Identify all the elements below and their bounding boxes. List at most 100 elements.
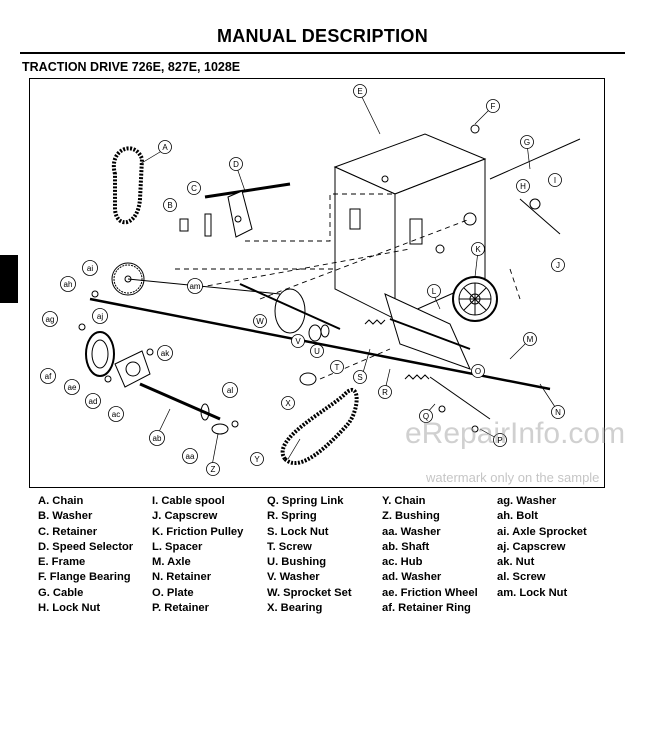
legend-item: E. Frame: [38, 556, 86, 569]
legend-item: B. Washer: [38, 510, 93, 523]
callout-A: A: [158, 140, 172, 154]
callout-H: H: [516, 179, 530, 193]
callout-ac: ac: [108, 406, 124, 422]
callout-S: S: [353, 370, 367, 384]
legend-item: ac. Hub: [382, 556, 423, 569]
watermark-site: eRepairInfo.com: [405, 417, 626, 450]
legend-column-3: Q. Spring Link R. Spring S. Lock Nut T. …: [267, 494, 352, 616]
legend-column-4: Y. Chain Z. Bushing aa. Washer ab. Shaft…: [382, 494, 478, 616]
legend-column-1: A. Chain B. Washer C. Retainer D. Speed …: [38, 494, 133, 616]
legend-item: O. Plate: [152, 586, 194, 599]
callout-text: aj: [97, 312, 103, 321]
callout-text: al: [227, 386, 233, 395]
callout-text: M: [527, 335, 534, 344]
callout-al: al: [222, 382, 238, 398]
callout-ad: ad: [85, 393, 101, 409]
callout-text: am: [189, 282, 200, 291]
callout-text: Y: [254, 455, 260, 464]
callout-C: C: [187, 181, 201, 195]
callout-J: J: [551, 258, 565, 272]
legend-item: X. Bearing: [267, 602, 323, 615]
callout-text: P: [497, 436, 502, 445]
legend-item: al. Screw: [497, 571, 546, 584]
callout-ak: ak: [157, 345, 173, 361]
callout-X: X: [281, 396, 295, 410]
legend-item: P. Retainer: [152, 602, 210, 615]
legend-item: Z. Bushing: [382, 510, 440, 523]
legend-item: ae. Friction Wheel: [382, 586, 478, 599]
callout-O: O: [471, 364, 485, 378]
callout-Z: Z: [206, 462, 220, 476]
legend-item: Q. Spring Link: [267, 495, 344, 507]
callout-am: am: [187, 278, 203, 294]
callout-F: F: [486, 99, 500, 113]
callout-L: L: [427, 284, 441, 298]
callout-E: E: [353, 84, 367, 98]
watermark-note: watermark only on the sample: [426, 470, 600, 485]
legend-item: W. Sprocket Set: [267, 586, 352, 599]
section-subtitle: TRACTION DRIVE 726E, 827E, 1028E: [22, 60, 241, 74]
legend-item: S. Lock Nut: [267, 525, 329, 538]
callout-af: af: [40, 368, 56, 384]
callout-P: P: [493, 433, 507, 447]
callout-ab: ab: [149, 430, 165, 446]
callout-M: M: [523, 332, 537, 346]
callout-text: ai: [87, 264, 93, 273]
callout-text: W: [256, 317, 264, 326]
callout-text: K: [475, 245, 481, 254]
callout-text: B: [167, 201, 172, 210]
callout-text: ac: [112, 410, 120, 419]
callout-aa: aa: [182, 448, 198, 464]
callout-text: ak: [161, 349, 170, 358]
callout-K: K: [471, 242, 485, 256]
callout-text: C: [191, 184, 197, 193]
legend-item: K. Friction Pulley: [152, 525, 244, 538]
legend-item: T. Screw: [267, 540, 312, 553]
callout-text: V: [295, 337, 301, 346]
title-rule: [20, 52, 625, 54]
legend-item: aj. Capscrew: [497, 540, 566, 553]
callout-text: Q: [423, 412, 429, 421]
callout-text: U: [314, 347, 320, 356]
legend-item: H. Lock Nut: [38, 602, 101, 615]
legend-item: I. Cable spool: [152, 495, 225, 507]
callout-text: R: [382, 388, 388, 397]
callout-Q: Q: [419, 409, 433, 423]
callout-text: ag: [46, 315, 55, 324]
callout-ae: ae: [64, 379, 80, 395]
legend-item: af. Retainer Ring: [382, 602, 471, 615]
legend-item: G. Cable: [38, 586, 84, 599]
legend-item: A. Chain: [38, 495, 84, 507]
callout-U: U: [310, 344, 324, 358]
callout-labels: ABCDEFGHIJKLMNOPQRSTUVWXYZaaabacadaeafag…: [40, 84, 565, 476]
frame-drawing: [333, 133, 487, 320]
callout-text: aa: [186, 452, 195, 461]
callout-ai: ai: [82, 260, 98, 276]
callout-text: Z: [211, 465, 216, 474]
callout-G: G: [520, 135, 534, 149]
legend-item: Y. Chain: [382, 495, 426, 507]
legend-item: U. Bushing: [267, 556, 327, 569]
legend-item: M. Axle: [152, 556, 191, 569]
callout-text: D: [233, 160, 239, 169]
callout-text: F: [491, 102, 496, 111]
callout-text: H: [520, 182, 526, 191]
page-title: MANUAL DESCRIPTION: [216, 26, 429, 46]
legend-column-2: I. Cable spool J. Capscrew K. Friction P…: [152, 494, 243, 616]
legend-item: R. Spring: [267, 510, 317, 523]
callout-text: ad: [89, 397, 98, 406]
legend-item: ag. Washer: [497, 495, 557, 507]
section-tab-marker: [0, 255, 18, 303]
legend-item: N. Retainer: [152, 571, 212, 584]
legend-item: ak. Nut: [497, 556, 535, 569]
callout-R: R: [378, 385, 392, 399]
callout-text: O: [475, 367, 481, 376]
callout-ag: ag: [42, 311, 58, 327]
callout-Y: Y: [250, 452, 264, 466]
callout-text: S: [357, 373, 362, 382]
callout-ah: ah: [60, 276, 76, 292]
legend-item: ab. Shaft: [382, 540, 430, 553]
legend-item: am. Lock Nut: [497, 586, 568, 599]
callout-text: L: [432, 287, 437, 296]
